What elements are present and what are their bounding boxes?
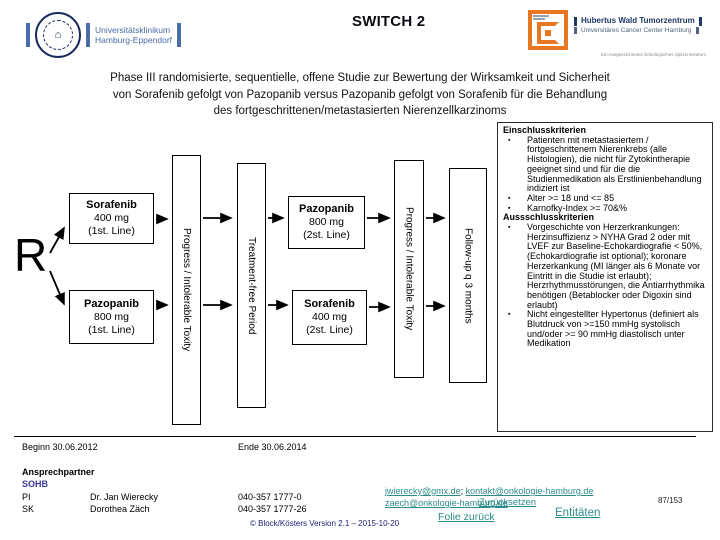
previous-slide-link[interactable]: Folie zurück [438,511,495,523]
arm1-secondline-box: Pazopanib 800 mg (2st. Line) [288,196,365,249]
exclusion-title: Aussschlusskriterien [503,212,595,223]
arm1-first-drug: Sorafenib [86,199,137,211]
email-link-jwierecky[interactable]: jwierecky@gmx.de [385,486,461,496]
contact-name: Dr. Jan Wierecky [90,492,159,502]
end-date: Ende 30.06.2014 [238,442,307,452]
progress-toxicity-box-1: Progress / Intolerable Toxity [172,155,201,425]
email-row-1: jwierecky@gmx.de; kontakt@onkologie-hamb… [385,486,593,496]
arm1-first-dose: 400 mg [93,212,130,224]
arm2-firstline-box: Pazopanib 800 mg (1st. Line) [69,290,154,344]
arm1-second-line: (2st. Line) [303,229,350,241]
criteria-box: Einschlusskriterien ▪ Patienten mit meta… [497,122,713,432]
ucch-logo-icon [528,10,568,50]
ucch-logo: Hubertus Wald Tumorzentrum Universitäres… [528,10,702,50]
uke-seal-icon: ⌂ [35,12,81,58]
randomization-label: R [14,229,48,281]
contact-role: PI [22,492,31,502]
begin-date: Beginn 30.06.2012 [22,442,98,452]
footer-divider [14,436,696,437]
arm2-first-drug: Pazopanib [83,297,139,310]
inclusion-title: Einschlusskriterien [503,125,587,135]
ucch-tagline: Ein Ausgezeichnetes Onkologisches Spitze… [600,52,706,57]
study-description-line3: des fortgeschrittenen/metastasierten Nie… [213,105,507,117]
arm2-second-drug: Sorafenib [304,298,355,310]
study-description: Phase III randomisierte, sequentielle, o… [15,70,705,120]
email-row-2: zaech@onkologie-hamburg.de [385,498,508,508]
contact-role: SK [22,504,35,514]
ucch-logo-text: Hubertus Wald Tumorzentrum Universitäres… [574,16,702,35]
bullet-icon: ▪ [508,224,511,232]
progress-toxicity-box-2: Progress / Intolerable Toxity [394,160,424,378]
email-link-kontakt[interactable]: kontakt@onkologie-hamburg.de [465,486,594,496]
inclusion-item: ▪ Karnofky-Index >= 70&% [503,203,708,214]
bullet-icon: ▪ [508,204,511,212]
uke-logo: ⌂ Universitätsklinikum Hamburg-Eppendorf [26,12,182,58]
treatment-free-period-box: Treatment-free Period [237,163,266,408]
bullet-icon: ▪ [508,194,511,202]
email-separator: ; [460,486,466,496]
version-text: © Block/Kösters Version 2.1 – 2015-10-20 [250,519,400,528]
exclusion-item: ▪ Vorgeschichte von Herzerkrankungen: He… [503,222,708,310]
exclusion-item: ▪ Nicht eingestellter Hypertonus (defini… [503,310,708,349]
arm1-second-drug: Pazopanib [298,203,354,215]
ucch-logo-line2: Universitäres Cancer Center Hamburg [581,27,692,34]
arm1-second-dose: 800 mg [308,216,345,228]
inclusion-item: ▪ Alter >= 18 und <= 85 [503,193,708,204]
arm2-second-line: (2st. Line) [306,324,353,336]
contact-name: Dorothea Zäch [90,504,150,514]
email-link-zaech[interactable]: zaech@onkologie-hamburg.de [385,498,508,508]
uke-logo-line1: Universitätsklinikum [95,24,171,35]
reset-link[interactable]: Zurücksetzen [479,497,537,508]
bullet-icon: ▪ [508,311,511,319]
ucch-logo-line1: Hubertus Wald Tumorzentrum [581,16,695,25]
study-group-label: SOHB [22,479,49,489]
arm1-firstline-box: Sorafenib 400 mg (1st. Line) [69,193,154,244]
follow-up-box: Follow-up q 3 months [449,168,487,383]
uke-logo-bar [177,23,182,47]
page-number: 87/153 [658,496,683,505]
arm2-first-line: (1st. Line) [88,323,135,336]
arm2-secondline-box: Sorafenib 400 mg (2st. Line) [292,290,367,345]
entities-link[interactable]: Entitäten [555,507,601,519]
bullet-icon: ▪ [508,136,511,144]
study-description-line2: von Sorafenib gefolgt von Pazopanib vers… [112,88,608,101]
uke-logo-bar [86,23,90,47]
arm1-first-line: (1st. Line) [88,225,135,237]
contact-phone: 040-357 1777-26 [238,504,307,514]
arm2-second-dose: 400 mg [311,311,348,323]
uke-logo-bar [26,23,30,47]
study-description-line1: Phase III randomisierte, sequentielle, o… [110,72,610,84]
inclusion-item: ▪ Patienten mit metastasiertem / fortges… [503,135,708,194]
uke-logo-text: Universitätsklinikum Hamburg-Eppendorf [95,25,172,46]
contact-heading: Ansprechpartner [22,467,95,477]
uke-logo-line2: Hamburg-Eppendorf [95,35,173,45]
contact-phone: 040-357 1777-0 [238,492,302,502]
page-title: SWITCH 2 [352,13,426,30]
arm2-first-dose: 800 mg [93,310,130,323]
